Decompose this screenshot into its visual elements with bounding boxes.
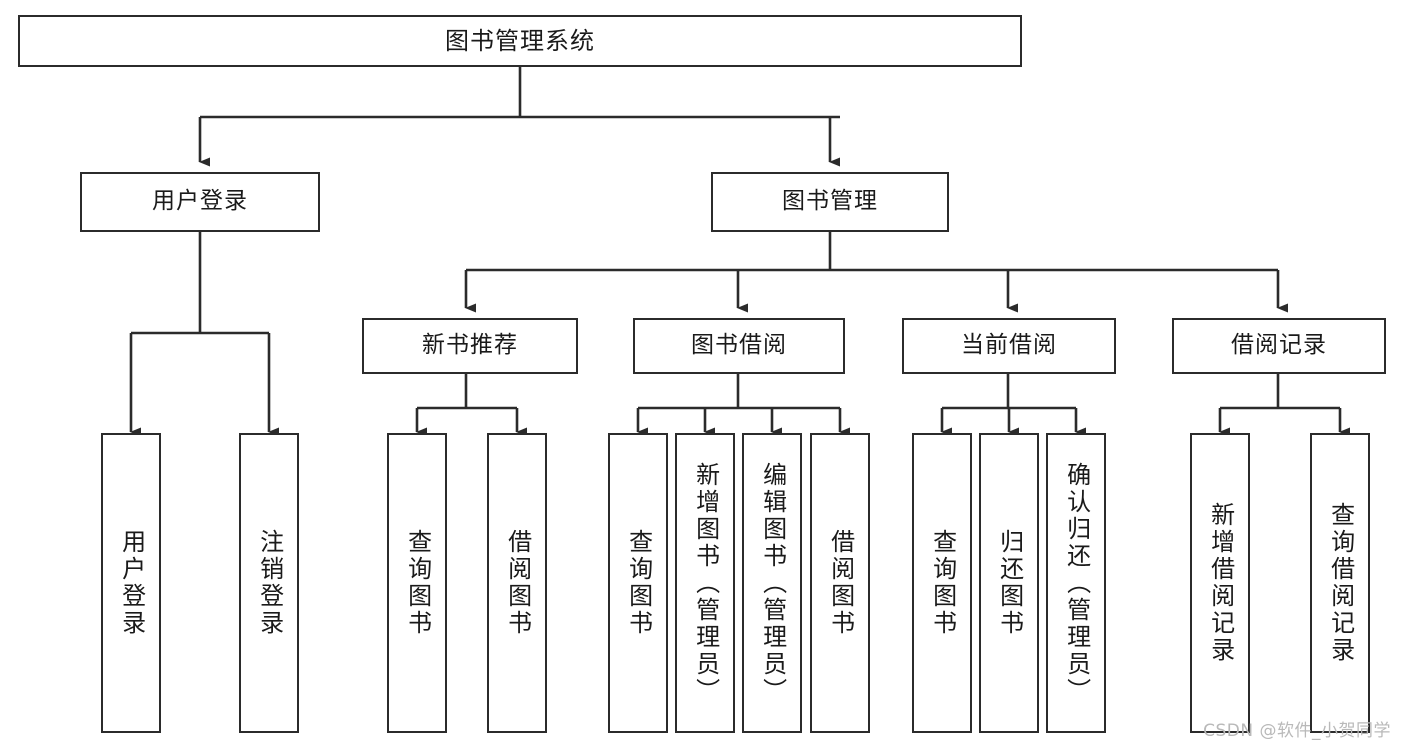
node-leaf-query-book-1-label: 查询图书	[403, 529, 432, 637]
node-root-label: 图书管理系统	[445, 26, 595, 55]
node-current-borrow[interactable]: 当前借阅	[902, 318, 1116, 374]
node-leaf-edit-book-label: 编辑图书（管理员）	[758, 461, 787, 705]
node-leaf-borrow-book-1[interactable]: 借阅图书	[487, 433, 547, 733]
node-leaf-add-book-label: 新增图书（管理员）	[691, 461, 720, 705]
node-leaf-query-book-1[interactable]: 查询图书	[387, 433, 447, 733]
node-leaf-add-book[interactable]: 新增图书（管理员）	[675, 433, 735, 733]
node-leaf-user-login[interactable]: 用户登录	[101, 433, 161, 733]
node-leaf-edit-book[interactable]: 编辑图书（管理员）	[742, 433, 802, 733]
node-leaf-add-record[interactable]: 新增借阅记录	[1190, 433, 1250, 733]
node-borrow-record-label: 借阅记录	[1231, 332, 1327, 359]
node-leaf-return-book-label: 归还图书	[995, 529, 1024, 637]
node-new-book-recommend[interactable]: 新书推荐	[362, 318, 578, 374]
node-borrow-record[interactable]: 借阅记录	[1172, 318, 1386, 374]
node-user-login-label: 用户登录	[152, 188, 248, 215]
node-leaf-add-record-label: 新增借阅记录	[1206, 502, 1235, 664]
node-user-login[interactable]: 用户登录	[80, 172, 320, 232]
node-root[interactable]: 图书管理系统	[18, 15, 1022, 67]
node-leaf-return-book[interactable]: 归还图书	[979, 433, 1039, 733]
node-book-borrow-label: 图书借阅	[691, 332, 787, 359]
node-leaf-query-book-3-label: 查询图书	[928, 529, 957, 637]
node-leaf-confirm-return-label: 确认归还（管理员）	[1062, 461, 1091, 705]
node-current-borrow-label: 当前借阅	[961, 332, 1057, 359]
node-leaf-confirm-return[interactable]: 确认归还（管理员）	[1046, 433, 1106, 733]
node-leaf-logout-label: 注销登录	[255, 529, 284, 637]
node-leaf-user-login-label: 用户登录	[117, 529, 146, 637]
node-book-manage[interactable]: 图书管理	[711, 172, 949, 232]
node-leaf-query-record-label: 查询借阅记录	[1326, 502, 1355, 664]
node-leaf-query-book-2-label: 查询图书	[624, 529, 653, 637]
node-leaf-query-record[interactable]: 查询借阅记录	[1310, 433, 1370, 733]
node-book-borrow[interactable]: 图书借阅	[633, 318, 845, 374]
node-leaf-borrow-book-1-label: 借阅图书	[503, 529, 532, 637]
node-leaf-borrow-book-2-label: 借阅图书	[826, 529, 855, 637]
node-new-book-recommend-label: 新书推荐	[422, 332, 518, 359]
node-leaf-query-book-3[interactable]: 查询图书	[912, 433, 972, 733]
node-book-manage-label: 图书管理	[782, 188, 878, 215]
node-leaf-logout[interactable]: 注销登录	[239, 433, 299, 733]
node-leaf-borrow-book-2[interactable]: 借阅图书	[810, 433, 870, 733]
csdn-watermark: CSDN @软件_小贺同学	[1203, 721, 1391, 741]
node-leaf-query-book-2[interactable]: 查询图书	[608, 433, 668, 733]
